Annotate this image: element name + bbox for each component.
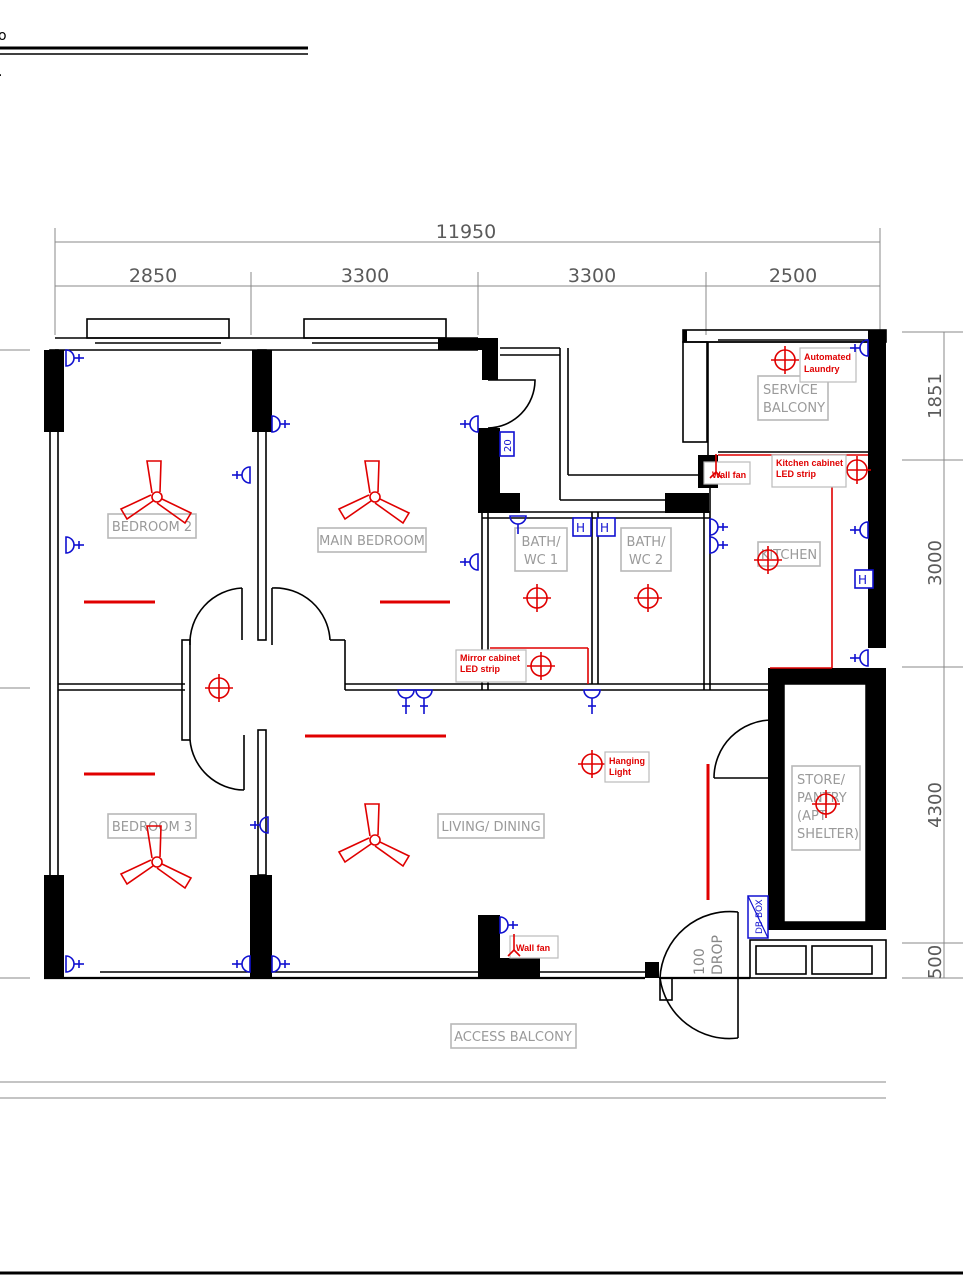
mirror-cabinet-line1: Mirror cabinet	[460, 653, 520, 663]
power-point-icon	[65, 955, 84, 973]
power-point-icon	[250, 816, 269, 834]
room-store-line2: PANTRY	[797, 791, 847, 806]
db-box-label: DB BOX	[755, 899, 765, 934]
dim-height-1: 1851	[925, 373, 946, 419]
dim-width-2: 3300	[341, 265, 389, 287]
room-service-balcony-line2: BALCONY	[763, 401, 825, 416]
ceiling-light-icon	[578, 750, 606, 778]
room-store-line1: STORE/	[797, 773, 846, 788]
ceiling-light-icon	[754, 546, 782, 574]
ceiling-fan-icon	[119, 460, 193, 525]
windows	[55, 318, 645, 979]
power-point-icon	[65, 536, 84, 554]
room-bedroom-3: BEDROOM 3	[112, 820, 192, 835]
wall-fan-top-label: Wall fan	[712, 470, 746, 480]
ceiling-light-icon	[634, 584, 662, 612]
db-box	[747, 895, 769, 939]
power-point-icon	[232, 955, 251, 973]
room-bath-wc1-line2: WC 1	[524, 553, 558, 568]
power-point-icon	[850, 339, 869, 357]
room-bath-wc2-line1: BATH/	[627, 535, 667, 550]
annotation-box	[771, 454, 847, 488]
wall-fan-icon	[709, 454, 723, 479]
dim-height-3: 4300	[925, 782, 946, 828]
room-store-line3: (APT	[797, 809, 827, 824]
svg-text:H: H	[858, 573, 867, 587]
room-bath-wc2-line2: WC 2	[629, 553, 663, 568]
ceiling-fan-icon	[337, 460, 411, 525]
power-point-icon	[232, 466, 251, 484]
room-living-dining: LIVING/ DINING	[441, 820, 540, 835]
automated-laundry-line1: Automated	[804, 352, 851, 362]
power-point-icon	[271, 415, 290, 433]
dimension-lines	[0, 228, 963, 1275]
room-bath-wc1-line1: BATH/	[522, 535, 562, 550]
kitchen-cabinet-line1: Kitchen cabinet	[776, 458, 843, 468]
power-point-icon	[499, 916, 518, 934]
automated-laundry-line2: Laundry	[804, 364, 840, 374]
hanging-light-line2: Light	[609, 767, 631, 777]
dim-width-3: 3300	[568, 265, 616, 287]
ceiling-fan-icon	[337, 803, 411, 868]
power-point-icon	[415, 689, 433, 714]
power-point-icon	[509, 515, 527, 534]
annotation-box	[509, 935, 559, 959]
power-point-icon	[850, 521, 869, 539]
ceiling-light-icon	[812, 790, 840, 818]
room-service-balcony-line1: SERVICE	[763, 383, 818, 398]
ceiling-light-icon	[523, 584, 551, 612]
svg-text:.: .	[0, 64, 2, 80]
ceiling-fan-icon	[119, 825, 193, 890]
power-point-icon	[65, 349, 84, 367]
drop-label-1: 100	[692, 948, 708, 975]
ceiling-light-icon	[205, 674, 233, 702]
title-block: o .	[0, 28, 308, 80]
power-point-icon	[397, 689, 415, 714]
ceiling-light-icon	[527, 652, 555, 680]
power-point-icon	[709, 536, 728, 554]
dim-width-4: 2500	[769, 265, 817, 287]
power-point-icon	[460, 553, 479, 571]
power-points	[65, 339, 869, 973]
room-bedroom-2: BEDROOM 2	[112, 520, 192, 535]
kitchen-cabinet-line2: LED strip	[776, 469, 817, 479]
mirror-cabinet-line2: LED strip	[460, 664, 501, 674]
svg-text:o: o	[0, 28, 7, 44]
wall-fan-bottom-label: Wall fan	[516, 943, 550, 953]
annotation-box	[455, 649, 527, 683]
wall-fan-icon	[507, 934, 521, 957]
room-main-bedroom: MAIN BEDROOM	[319, 534, 425, 549]
power-point-icon	[271, 955, 290, 973]
room-store-line4: SHELTER)	[797, 827, 859, 842]
power-point-icon	[583, 689, 601, 714]
power-point-icon	[850, 649, 869, 667]
ceiling-light-icon	[771, 346, 799, 374]
partitions	[58, 339, 868, 780]
power-point-icon	[460, 415, 479, 433]
ceiling-lights	[205, 346, 871, 818]
drop-label-2: DROP	[710, 935, 726, 975]
power-point-icon	[709, 518, 728, 536]
annotation-box	[604, 751, 650, 783]
svg-text:H: H	[600, 521, 609, 535]
doors	[189, 379, 773, 1040]
svg-text:H: H	[576, 521, 585, 535]
dim-height-4: 500	[925, 945, 946, 979]
dim-height-2: 3000	[925, 540, 946, 586]
water-heaters: H H H	[499, 431, 874, 589]
room-access-balcony: ACCESS BALCONY	[454, 1030, 572, 1045]
annotation-box	[799, 347, 857, 383]
tag-20: 20	[503, 439, 514, 452]
dim-total-width: 11950	[436, 221, 496, 243]
dim-width-1: 2850	[129, 265, 177, 287]
ceiling-light-icon	[843, 456, 871, 484]
hanging-light-line1: Hanging	[609, 756, 645, 766]
